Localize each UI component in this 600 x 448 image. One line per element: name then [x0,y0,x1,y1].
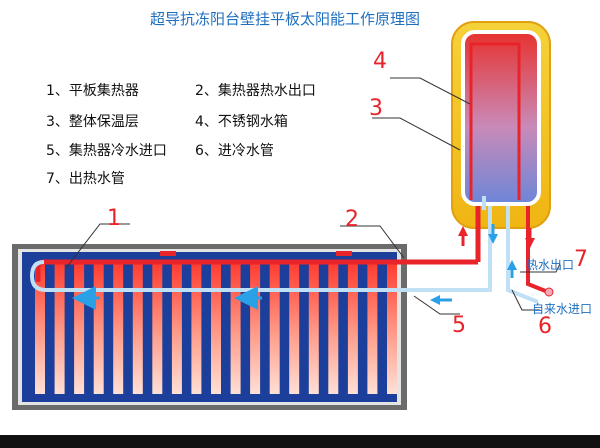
cold-entry-arrow-head [430,295,440,305]
collector-tube [289,262,300,394]
collector-tube [113,262,124,394]
stainless-tank [461,30,541,206]
collector-tube [152,262,163,394]
collector-tube [54,262,65,394]
flow-mark-1 [160,251,176,256]
leader-6 [511,289,540,311]
leader-lines [65,77,561,315]
collector-tube [387,262,397,394]
leader-5 [413,295,460,315]
collector-tube [308,262,319,394]
callout-7: 7 [574,247,588,272]
leader-2 [340,225,405,259]
flat-plate-collector [12,244,492,410]
diagram-title: 超导抗冻阳台壁挂平板太阳能工作原理图 [149,10,420,28]
legend-item-1: 1、平板集热器 [46,83,139,99]
collector-tube [269,262,280,394]
callout-1: 1 [107,206,121,231]
legend-item-5: 5、集热器冷水进口 [46,143,167,159]
collector-cold-header [29,260,492,292]
callout-6: 6 [538,314,552,339]
legend-item-7: 7、出热水管 [46,171,125,187]
collector-tube [211,262,221,394]
ground-bar [0,435,600,448]
flow-mark-2 [336,251,352,256]
leader-3 [372,117,461,151]
tank-hot-loop [469,42,521,200]
cold-down-arrow-head [488,234,498,244]
hot-outlet-pipe [526,206,549,294]
legend-item-4: 4、不锈钢水箱 [195,114,288,130]
legend-item-3: 3、整体保温层 [46,114,139,130]
callout-3: 3 [369,96,383,121]
hot-water-outlet-label: 热水出口 [526,258,575,272]
leader-1 [65,223,130,269]
callout-5: 5 [452,313,466,338]
cold-inlet-pipe [506,206,539,304]
outlet-down-arrow-head [525,238,535,248]
water-tank [451,21,551,229]
legend-item-2: 2、集热器热水出口 [195,83,316,99]
callout-2: 2 [345,207,359,232]
collector-tube [74,262,85,394]
leader-4 [390,77,471,105]
connecting-pipes [430,206,554,305]
collector-tube [171,262,182,394]
collector-tube [35,262,45,394]
hot-outlet-valve [544,287,554,297]
hot-up-arrow-head [458,226,468,236]
collector-tube [347,262,358,394]
collector-tube [230,262,241,394]
collector-tube [328,262,339,394]
inlet-up-arrow-head [507,260,517,270]
legend-item-6: 6、进冷水管 [195,143,274,159]
collector-tube [191,262,202,394]
collector-tube [132,262,143,394]
tap-water-inlet-label: 自来水进口 [532,302,593,316]
callout-4: 4 [373,49,387,74]
leader-7 [520,263,561,273]
collector-tube [93,262,104,394]
collector-tubes [35,262,397,394]
collector-tube [367,262,378,394]
collector-tube [250,262,261,394]
